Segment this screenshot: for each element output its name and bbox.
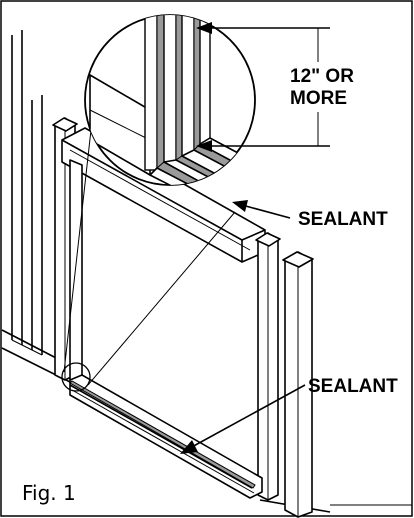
right-post-front: [282, 251, 314, 518]
sealant-bottom-label: SEALANT: [308, 376, 398, 397]
magnify-leader-right: [87, 211, 236, 386]
threshold: [69, 374, 263, 499]
sealant-top-arrow: [232, 200, 291, 219]
inner-left-post: [69, 159, 83, 386]
dimension-label-line2: MORE: [290, 88, 347, 109]
sealant-top-label: SEALANT: [298, 209, 388, 230]
figure-label: Fig. 1: [22, 481, 76, 505]
wall-studs: [1, 30, 61, 361]
dimension-arrows: [196, 22, 330, 152]
bottom-sealant-bead: [69, 380, 256, 489]
sealant-bottom-arrow: [180, 384, 306, 454]
right-post-back: [255, 232, 281, 501]
magnify-leader-left: [63, 111, 94, 373]
dimension-label-line1: 12" OR: [290, 66, 354, 87]
detail-circle: [61, 362, 91, 392]
